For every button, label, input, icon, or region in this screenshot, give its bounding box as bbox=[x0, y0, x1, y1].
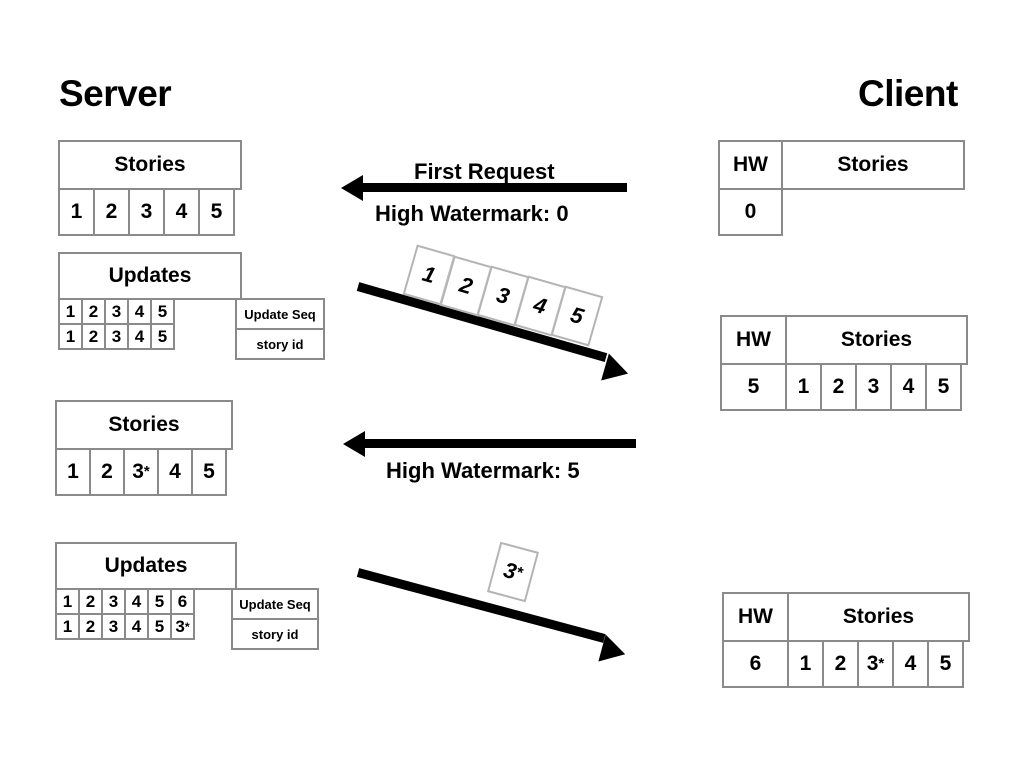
table-header-row: HW Stories bbox=[718, 140, 965, 190]
updates-legend: Update Seq story id bbox=[235, 298, 325, 360]
story-cell: 3* bbox=[857, 640, 894, 688]
update-seq-cell: 3 bbox=[104, 298, 129, 325]
high-watermark-5-label: High Watermark: 5 bbox=[386, 458, 580, 483]
story-cell: 1 bbox=[55, 448, 91, 496]
story-id-cell: 3* bbox=[170, 613, 195, 640]
table-row-update-seq: 1 2 3 4 5 6 bbox=[55, 588, 195, 615]
update-seq-cell: 3 bbox=[101, 588, 126, 615]
story-cell: 1 bbox=[785, 363, 822, 411]
story-cell: 2 bbox=[93, 188, 130, 236]
updates-grid: 1 2 3 4 5 6 1 2 3 4 5 3* bbox=[55, 588, 195, 640]
story-cell: 3 bbox=[855, 363, 892, 411]
client-title: Client bbox=[858, 73, 958, 114]
server-updates-table-2: Updates 1 2 3 4 5 6 1 2 3 4 5 3* bbox=[55, 542, 319, 650]
hw-value: 0 bbox=[718, 188, 783, 236]
server-updates-table-1: Updates 1 2 3 4 5 1 2 3 4 5 bbox=[58, 252, 325, 360]
first-request-arrow-icon bbox=[360, 183, 627, 192]
hw-header: HW bbox=[718, 140, 783, 190]
table-row-story-id: 1 2 3 4 5 3* bbox=[55, 613, 195, 640]
server-stories-table-2: Stories 1 2 3* 4 5 bbox=[55, 400, 233, 496]
story-id-label: story id bbox=[231, 618, 319, 650]
story-cell: 1 bbox=[58, 188, 95, 236]
story-cell: 5 bbox=[925, 363, 962, 411]
updates-header: Updates bbox=[58, 252, 242, 300]
update-seq-cell: 2 bbox=[81, 298, 106, 325]
table-row: 6 1 2 3* 4 5 bbox=[722, 640, 970, 688]
high-watermark-5-arrow-icon bbox=[362, 439, 636, 448]
update-seq-cell: 1 bbox=[55, 588, 80, 615]
story-id-cell: 2 bbox=[81, 323, 106, 350]
hw-value: 5 bbox=[720, 363, 787, 411]
stories-header: Stories bbox=[785, 315, 968, 365]
updates-legend: Update Seq story id bbox=[231, 588, 319, 650]
story-id-cell: 5 bbox=[147, 613, 172, 640]
updates-grid: 1 2 3 4 5 1 2 3 4 5 bbox=[58, 298, 175, 350]
story-cell: 5 bbox=[191, 448, 227, 496]
arrow-shaft-icon bbox=[356, 568, 606, 643]
stories-header: Stories bbox=[55, 400, 233, 450]
first-request-label: First Request bbox=[414, 159, 555, 184]
story-cell: 2 bbox=[89, 448, 125, 496]
story-id-cell: 2 bbox=[78, 613, 103, 640]
story-id-cell: 4 bbox=[124, 613, 149, 640]
table-header-row: HW Stories bbox=[720, 315, 968, 365]
table-row: 5 1 2 3 4 5 bbox=[720, 363, 968, 411]
story-id-cell: 1 bbox=[58, 323, 83, 350]
update-seq-cell: 4 bbox=[124, 588, 149, 615]
payload-box: 3* bbox=[486, 541, 540, 603]
update-seq-cell: 6 bbox=[170, 588, 195, 615]
update-seq-cell: 5 bbox=[150, 298, 175, 325]
arrow-head-icon bbox=[601, 353, 632, 388]
story-cell: 3* bbox=[123, 448, 159, 496]
story-cell: 5 bbox=[927, 640, 964, 688]
stories-header: Stories bbox=[781, 140, 965, 190]
update-seq-cell: 5 bbox=[147, 588, 172, 615]
story-id-cell: 4 bbox=[127, 323, 152, 350]
story-cell: 4 bbox=[163, 188, 200, 236]
story-id-cell: 5 bbox=[150, 323, 175, 350]
stories-header: Stories bbox=[787, 592, 970, 642]
story-cell: 4 bbox=[892, 640, 929, 688]
update-seq-cell: 4 bbox=[127, 298, 152, 325]
table-header-row: Stories bbox=[55, 400, 233, 450]
updates-body: 1 2 3 4 5 1 2 3 4 5 Update Seq story id bbox=[58, 298, 325, 360]
table-row: 0 bbox=[718, 188, 965, 236]
client-state-table-1: HW Stories 0 bbox=[718, 140, 965, 236]
client-state-table-2: HW Stories 5 1 2 3 4 5 bbox=[720, 315, 968, 411]
table-row: 1 2 3* 4 5 bbox=[55, 448, 233, 496]
story-cell: 5 bbox=[198, 188, 235, 236]
table-row: 1 2 3 4 5 bbox=[58, 188, 242, 236]
hw-value: 6 bbox=[722, 640, 789, 688]
update-seq-cell: 1 bbox=[58, 298, 83, 325]
table-header-row: Updates bbox=[58, 252, 325, 300]
updates-header: Updates bbox=[55, 542, 237, 590]
client-state-table-3: HW Stories 6 1 2 3* 4 5 bbox=[722, 592, 970, 688]
table-header-row: Stories bbox=[58, 140, 242, 190]
update-seq-cell: 2 bbox=[78, 588, 103, 615]
story-id-cell: 3 bbox=[101, 613, 126, 640]
hw-header: HW bbox=[720, 315, 787, 365]
update-seq-label: Update Seq bbox=[235, 298, 325, 330]
story-cell: 4 bbox=[157, 448, 193, 496]
story-cell: 2 bbox=[822, 640, 859, 688]
story-id-label: story id bbox=[235, 328, 325, 360]
high-watermark-0-label: High Watermark: 0 bbox=[375, 201, 569, 226]
server-title: Server bbox=[59, 73, 172, 114]
updates-body: 1 2 3 4 5 6 1 2 3 4 5 3* Update Seq bbox=[55, 588, 319, 650]
table-header-row: Updates bbox=[55, 542, 319, 590]
story-id-cell: 1 bbox=[55, 613, 80, 640]
story-cell: 1 bbox=[787, 640, 824, 688]
server-stories-table-1: Stories 1 2 3 4 5 bbox=[58, 140, 242, 236]
table-row-update-seq: 1 2 3 4 5 bbox=[58, 298, 175, 325]
table-row-story-id: 1 2 3 4 5 bbox=[58, 323, 175, 350]
story-cell: 4 bbox=[890, 363, 927, 411]
hw-header: HW bbox=[722, 592, 789, 642]
story-cell: 2 bbox=[820, 363, 857, 411]
story-cell: 3 bbox=[128, 188, 165, 236]
stories-header: Stories bbox=[58, 140, 242, 190]
story-id-cell: 3 bbox=[104, 323, 129, 350]
update-seq-label: Update Seq bbox=[231, 588, 319, 620]
table-header-row: HW Stories bbox=[722, 592, 970, 642]
